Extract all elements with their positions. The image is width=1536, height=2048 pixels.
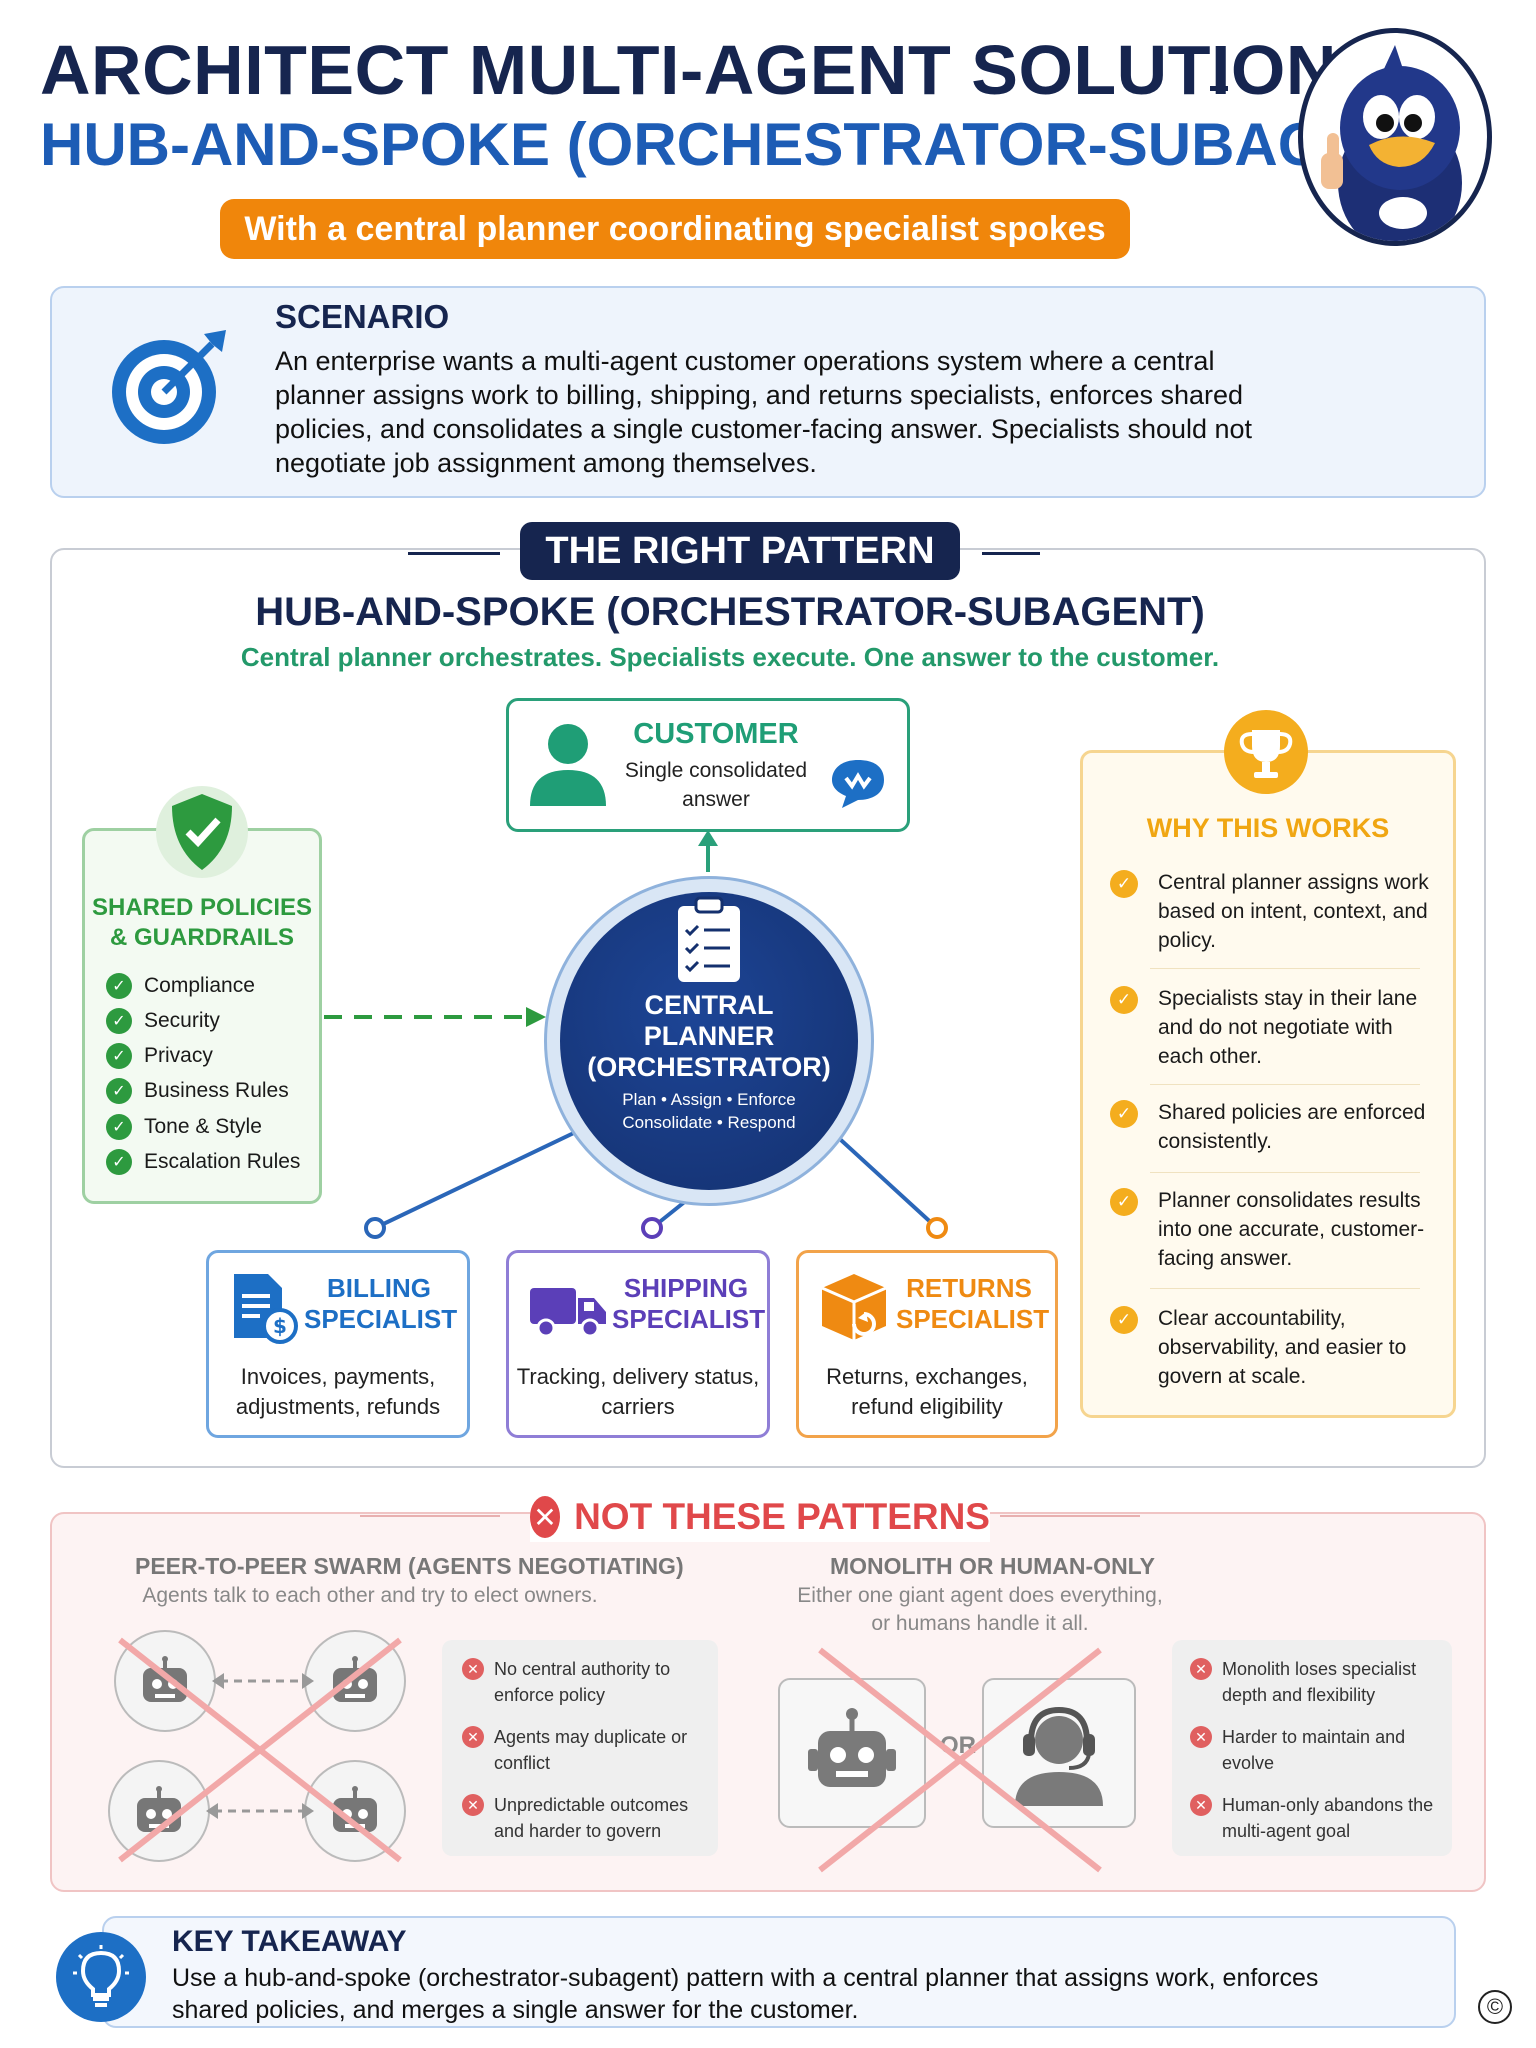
trophy-icon — [1222, 708, 1310, 796]
robot-icon — [108, 1760, 210, 1862]
con-item: ✕Human-only abandons the multi-agent goa… — [1190, 1792, 1446, 1844]
policy-item: ✓Business Rules — [106, 1078, 289, 1104]
lightbulb-icon — [56, 1932, 146, 2022]
divider — [1000, 1515, 1140, 1517]
right-pattern-label: THE RIGHT PATTERN — [520, 522, 960, 580]
headset-icon — [982, 1678, 1136, 1828]
planner-actions: Consolidate • Respond — [622, 1113, 796, 1132]
svg-text:$: $ — [273, 1314, 287, 1338]
monolith-subtitle: Either one giant agent does everything, … — [797, 1584, 1163, 1635]
scenario-panel — [50, 286, 1486, 498]
person-icon — [526, 718, 610, 810]
con-item: ✕Harder to maintain and evolve — [1190, 1724, 1446, 1776]
check-icon: ✓ — [1110, 870, 1138, 898]
divider — [1150, 1084, 1420, 1085]
divider — [1150, 968, 1420, 969]
box-return-icon — [818, 1270, 890, 1344]
planner-actions: Plan • Assign • Enforce — [622, 1090, 796, 1109]
check-icon: ✓ — [106, 1043, 132, 1069]
scenario-title: SCENARIO — [275, 298, 450, 335]
page-title: ARCHITECT MULTI-AGENT SOLUTIONS — [40, 31, 1385, 109]
takeaway-title: KEY TAKEAWAY — [172, 1925, 407, 1958]
billing-text: Invoices, payments, adjustments, refunds — [235, 1364, 441, 1419]
returns-title: RETURNS SPECIALIST — [896, 1273, 1050, 1334]
monolith-title: MONOLITH OR HUMAN-ONLY — [830, 1553, 1155, 1579]
shipping-specialist-card — [506, 1250, 770, 1438]
check-icon: ✓ — [106, 1078, 132, 1104]
planner-title: CENTRAL PLANNER (ORCHESTRATOR) — [587, 990, 831, 1082]
swarm-title: PEER-TO-PEER SWARM (AGENTS NEGOTIATING) — [135, 1553, 684, 1579]
why-item: ✓Planner consolidates results into one a… — [1110, 1186, 1440, 1273]
customer-title: CUSTOMER — [633, 718, 799, 750]
policy-item: ✓Tone & Style — [106, 1114, 262, 1140]
target-icon — [108, 326, 233, 451]
tagline-pill: With a central planner coordinating spec… — [220, 199, 1130, 259]
monolith-cons — [1172, 1640, 1452, 1856]
scenario-text: An enterprise wants a multi-agent custom… — [275, 346, 1253, 478]
divider — [1150, 1172, 1420, 1173]
billing-title: BILLING SPECIALIST — [304, 1273, 458, 1334]
check-icon: ✓ — [1110, 1100, 1138, 1128]
check-icon: ✓ — [1110, 1306, 1138, 1334]
check-icon: ✓ — [1110, 1188, 1138, 1216]
x-icon: ✕ — [462, 1794, 484, 1816]
policy-item: ✓Security — [106, 1008, 220, 1034]
returns-text: Returns, exchanges, refund eligibility — [826, 1364, 1028, 1419]
why-item: ✓Specialists stay in their lane and do n… — [1110, 984, 1440, 1071]
takeaway-text: Use a hub-and-spoke (orchestrator-subage… — [172, 1964, 1319, 2024]
swarm-cons — [442, 1640, 718, 1856]
shield-icon — [156, 786, 248, 878]
truck-icon — [528, 1282, 608, 1340]
divider — [982, 552, 1040, 555]
monolith-cross-overlay — [818, 1647, 1102, 1873]
check-icon: ✓ — [106, 1008, 132, 1034]
policy-item: ✓Compliance — [106, 973, 255, 999]
divider — [408, 552, 500, 555]
chat-icon — [830, 756, 886, 810]
anti-patterns-label: ✕NOT THESE PATTERNS — [530, 1492, 990, 1542]
pattern-heading: HUB-AND-SPOKE (ORCHESTRATOR-SUBAGENT) — [255, 590, 1205, 634]
customer-text: Single consolidated answer — [624, 759, 808, 811]
check-icon: ✓ — [1110, 986, 1138, 1014]
why-item: ✓Clear accountability, observability, an… — [1110, 1304, 1440, 1391]
why-title: WHY THIS WORKS — [1146, 813, 1390, 843]
title-dash — [1210, 86, 1228, 91]
mascot-icon — [1298, 28, 1492, 246]
check-icon: ✓ — [106, 973, 132, 999]
check-icon: ✓ — [106, 1149, 132, 1175]
x-icon: ✕ — [1190, 1658, 1212, 1680]
check-icon: ✓ — [106, 1114, 132, 1140]
shipping-text: Tracking, delivery status, carriers — [516, 1364, 760, 1419]
con-item: ✕Unpredictable outcomes and harder to go… — [462, 1792, 712, 1844]
con-item: ✕No central authority to enforce policy — [462, 1656, 712, 1708]
policy-item: ✓Escalation Rules — [106, 1149, 300, 1175]
why-item: ✓Central planner assigns work based on i… — [1110, 868, 1440, 955]
page-subtitle: HUB-AND-SPOKE (ORCHESTRATOR-SUBAGENT) — [40, 111, 1465, 178]
robot-icon — [304, 1760, 406, 1862]
swarm-cross-overlay — [118, 1637, 402, 1863]
copyright-icon: © — [1478, 1990, 1512, 2024]
document-dollar-icon: $ — [230, 1272, 300, 1344]
x-icon: ✕ — [1190, 1794, 1212, 1816]
x-icon: ✕ — [462, 1726, 484, 1748]
shipping-title: SHIPPING SPECIALIST — [612, 1273, 766, 1334]
swarm-subtitle: Agents talk to each other and try to ele… — [142, 1584, 598, 1607]
pattern-subheading: Central planner orchestrates. Specialist… — [240, 642, 1220, 672]
policies-title: SHARED POLICIES & GUARDRAILS — [91, 894, 313, 951]
con-item: ✕Monolith loses specialist depth and fle… — [1190, 1656, 1446, 1708]
clipboard-icon — [672, 896, 746, 984]
takeaway-panel — [102, 1916, 1456, 2028]
why-item: ✓Shared policies are enforced consistent… — [1110, 1098, 1440, 1156]
x-icon: ✕ — [462, 1658, 484, 1680]
divider — [1150, 1288, 1420, 1289]
policy-item: ✓Privacy — [106, 1043, 213, 1069]
divider — [360, 1515, 500, 1517]
x-circle-icon: ✕ — [530, 1496, 561, 1538]
con-item: ✕Agents may duplicate or conflict — [462, 1724, 712, 1776]
x-icon: ✕ — [1190, 1726, 1212, 1748]
